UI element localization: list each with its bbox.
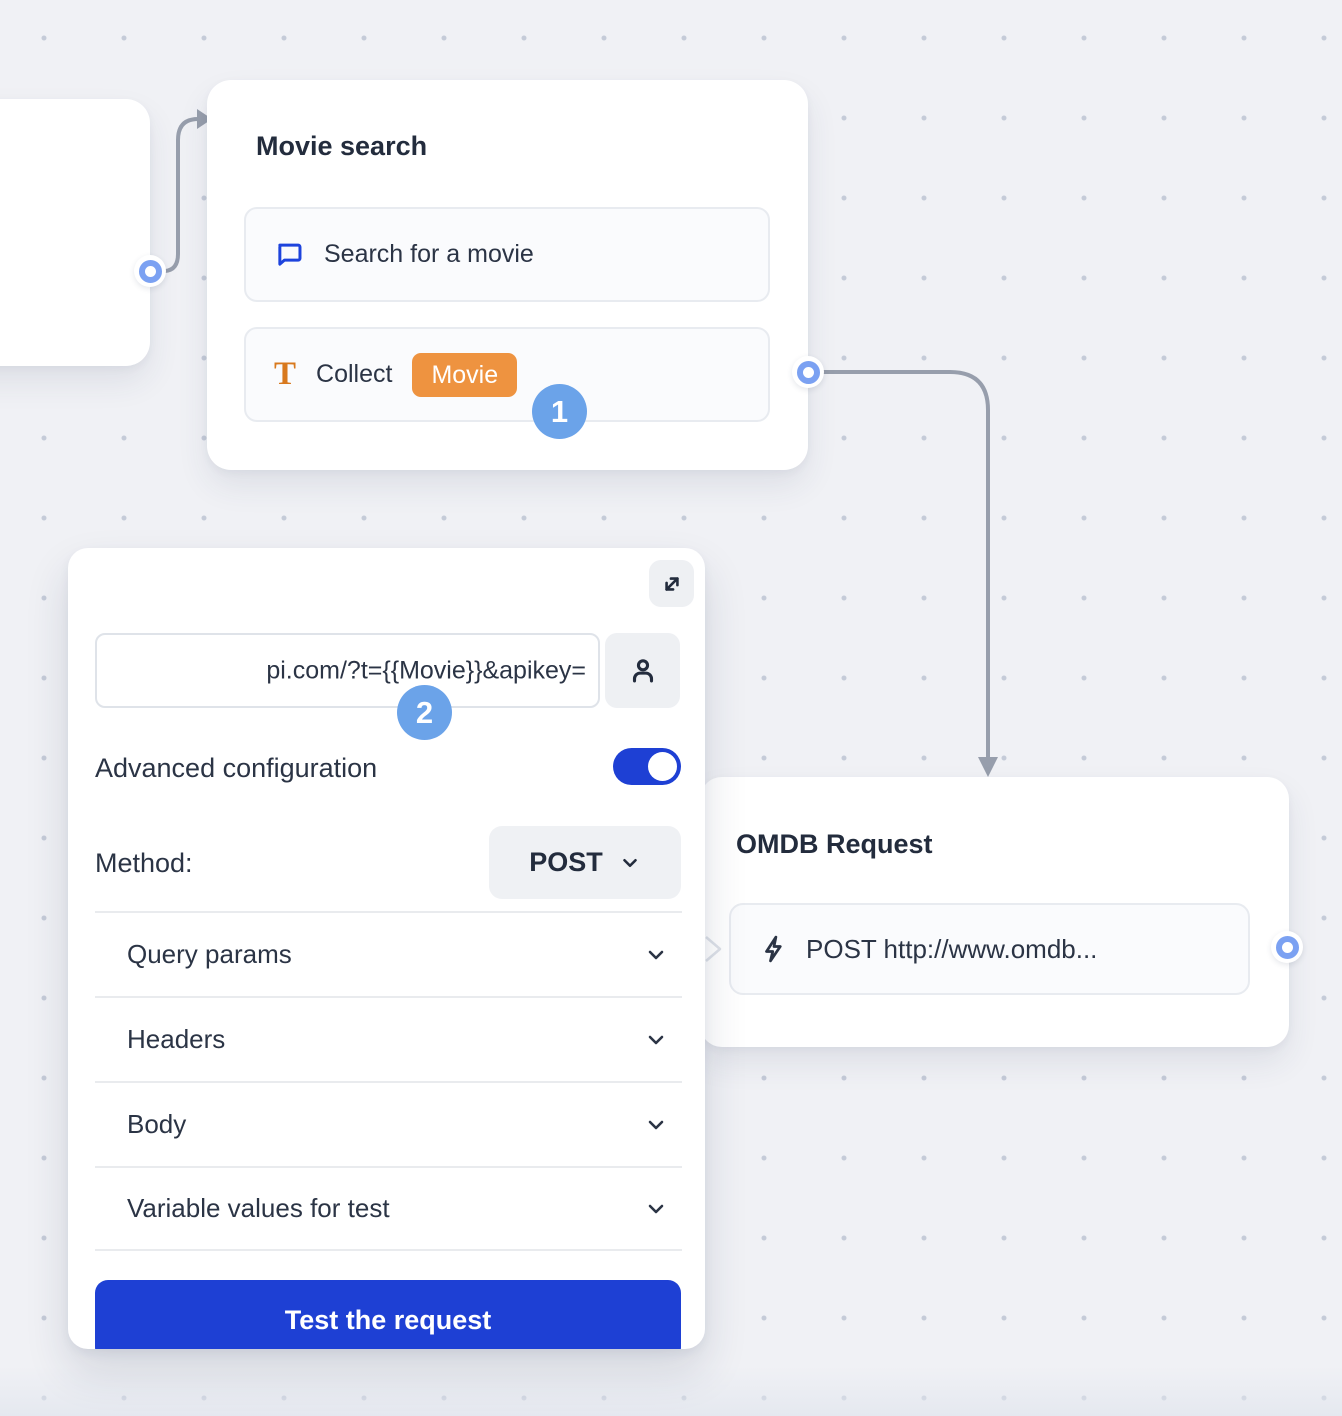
node-item-label: Collect (316, 360, 393, 388)
step-badge-2: 2 (397, 685, 452, 740)
section-body[interactable]: Body (95, 1081, 682, 1166)
section-headers[interactable]: Headers (95, 996, 682, 1081)
omdb-request-node-card[interactable]: OMDB Request POST http://www.omdb... (700, 777, 1289, 1047)
node-item-search-for-movie[interactable]: Search for a movie (244, 207, 770, 302)
node-item-label: Search for a movie (324, 240, 534, 268)
movie-search-node-card[interactable]: Movie search Search for a movie T Collec… (207, 80, 808, 470)
toggle-knob (648, 752, 677, 781)
text-input-icon: T (274, 356, 297, 392)
expand-icon (664, 576, 679, 591)
variable-chip-movie[interactable]: Movie (412, 352, 518, 397)
node-item-collect-movie[interactable]: T Collect Movie (244, 327, 770, 422)
advanced-configuration-toggle[interactable] (613, 748, 681, 785)
section-label: Query params (127, 939, 292, 969)
section-label: Body (127, 1109, 187, 1139)
advanced-configuration-label: Advanced configuration (95, 753, 378, 783)
wire-left-to-movie (163, 117, 203, 273)
wire-movie-to-omdb (822, 370, 990, 762)
section-label: Variable values for test (127, 1193, 390, 1223)
insert-variable-button[interactable] (605, 633, 680, 708)
chevron-down-icon (648, 1120, 664, 1129)
chevron-down-icon (622, 858, 637, 867)
wire-arrowhead-down-icon (978, 757, 998, 777)
lightning-icon (765, 935, 782, 963)
omdb-input-port[interactable] (702, 935, 724, 963)
node-item-omdb-post[interactable]: POST http://www.omdb... (729, 903, 1250, 995)
url-input[interactable]: pi.com/?t={{Movie}}&apikey= (95, 633, 600, 708)
partial-node-output-port[interactable] (134, 255, 166, 287)
test-request-button[interactable]: Test the request (95, 1280, 681, 1349)
port-ring-icon (796, 360, 820, 384)
port-ring-icon (1275, 935, 1299, 959)
step-badge-1: 1 (532, 384, 587, 439)
url-input-value: pi.com/?t={{Movie}}&apikey= (266, 656, 586, 684)
method-value: POST (529, 847, 603, 877)
section-label: Headers (127, 1024, 226, 1054)
expand-button[interactable] (649, 560, 694, 607)
node-title: OMDB Request (736, 829, 933, 859)
chevron-down-icon (648, 950, 664, 959)
person-icon (632, 658, 653, 682)
movie-search-output-port[interactable] (792, 356, 824, 388)
section-query-params[interactable]: Query params (95, 911, 682, 996)
section-variable-values[interactable]: Variable values for test (95, 1166, 682, 1251)
partial-node-card[interactable] (0, 99, 150, 366)
omdb-output-port[interactable] (1271, 931, 1303, 963)
method-select[interactable]: POST (489, 826, 681, 899)
node-item-label: POST http://www.omdb... (806, 933, 1098, 964)
chat-bubble-icon (278, 243, 302, 266)
chevron-down-icon (648, 1035, 664, 1044)
port-ring-icon (138, 259, 162, 283)
config-sections: Query params Headers Body Variable value… (95, 911, 682, 1251)
method-label: Method: (95, 848, 193, 878)
wire-arrowhead-right-icon (197, 109, 212, 129)
chevron-down-icon (648, 1204, 664, 1213)
node-title: Movie search (256, 131, 428, 161)
webhook-config-panel: pi.com/?t={{Movie}}&apikey= Advanced con… (68, 548, 705, 1349)
